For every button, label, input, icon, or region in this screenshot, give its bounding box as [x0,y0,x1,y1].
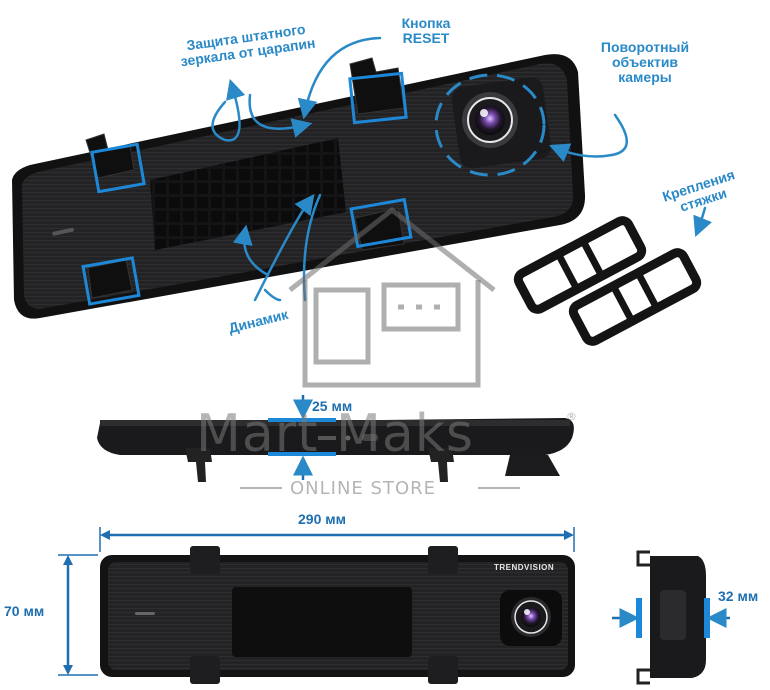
mirror-side-view [97,395,574,482]
annotation-line: Кнопка [401,15,451,31]
rubber-straps [513,216,702,346]
watermark-name: Mart Maks [196,404,474,464]
watermark-registered: ® [566,410,577,423]
protection-pads [81,71,413,306]
rotation-indicator [434,73,546,177]
watermark-logo [288,206,496,388]
mirror-perspective-view [12,54,586,319]
dimension-thickness: 25 мм [312,398,353,414]
annotation-line: камеры [618,69,672,85]
speaker-grill [150,138,346,250]
dimension-depth: 32 мм [718,588,759,604]
mirror-front-view [58,527,575,684]
annotation-line: Поворотный [600,39,690,55]
annotation-line: RESET [402,30,450,46]
brand-label: TRENDVISION [494,563,555,572]
mirror-end-view [612,550,730,685]
dimension-height: 70 мм [4,603,45,619]
annotation-reset-button: Кнопка RESET [386,16,466,46]
watermark-subtitle: ONLINE STORE [290,478,436,499]
annotation-rotating-lens: Поворотный объектив камеры [590,40,700,85]
annotation-line: объектив [611,54,679,70]
dimension-width: 290 мм [298,511,346,527]
